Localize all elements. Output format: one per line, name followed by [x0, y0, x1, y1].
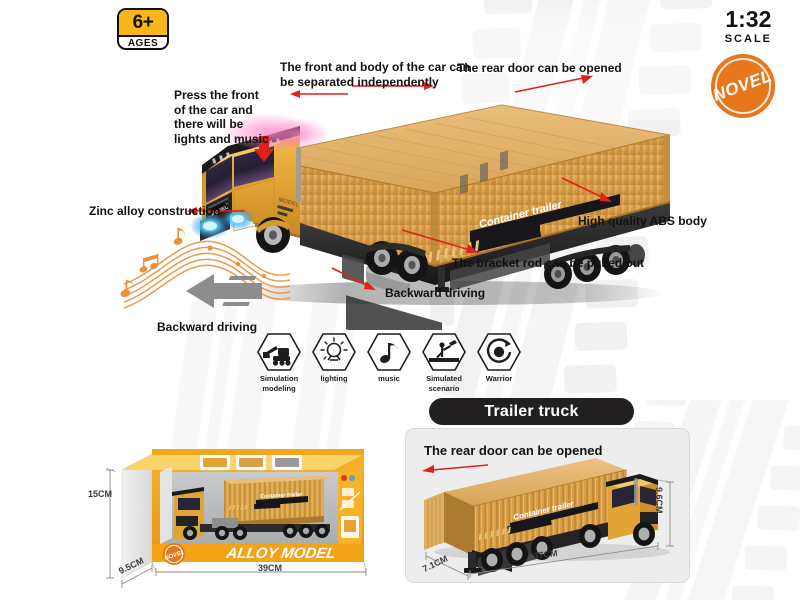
age-rating-badge: 6+ AGES: [117, 8, 169, 50]
excavator-icon: [257, 332, 301, 372]
callout-separate-body-line-2: be separated independently: [280, 74, 439, 89]
callout-press-front-line-1: Press the front: [174, 88, 259, 102]
feature-icon-row: Simulation modeling: [255, 332, 521, 394]
callout-rear-door-text: The rear door can be opened: [457, 61, 622, 75]
callout-abs-body: High quality ABS body: [578, 214, 707, 229]
callout-bracket-rod: The bracket rod can be pulled out: [452, 256, 644, 271]
callout-backward-driving-left: Backward driving: [157, 320, 257, 335]
feature-warrior[interactable]: Warrior: [475, 332, 523, 384]
feature-lighting[interactable]: lighting: [310, 332, 358, 384]
package-dimension-guides: [105, 467, 367, 588]
callout-bracket-rod-text: The bracket rod can be pulled out: [452, 256, 645, 270]
package-box-illustration: Container trailer: [104, 432, 404, 592]
callout-backward-driving-right-text: Backward driving: [385, 286, 486, 300]
warrior-target-icon: [477, 332, 521, 372]
package-side-icons: [339, 475, 361, 538]
opened-rear-door: [424, 492, 474, 556]
callout-press-front-line-4: lights and music: [174, 131, 269, 146]
age-rating-label: AGES: [127, 38, 159, 49]
age-rating-value: 6+: [132, 11, 154, 33]
feature-music[interactable]: music: [365, 332, 413, 384]
callout-press-front: Press the front of the car and there wil…: [174, 88, 279, 147]
package-novel-badge: NOVEL: [163, 543, 186, 565]
package-container-decal: Container trailer: [260, 492, 304, 500]
detail-dimension-guides: [425, 479, 674, 580]
product-detail-illustration: Container trailer: [412, 440, 684, 580]
feature-music-label: music: [378, 374, 400, 383]
callout-abs-body-text: High quality ABS body: [578, 214, 707, 228]
section-title-label: Trailer truck: [484, 402, 579, 420]
package-brand-text: ALLOY MODEL: [224, 545, 337, 562]
package-dimension-height: 15CM: [88, 489, 113, 499]
backward-driving-motion-arrow: [170, 272, 262, 312]
callout-press-front-line-2: of the car and: [174, 102, 253, 117]
callout-separate-body-line-1: The front and body of the car can: [280, 60, 471, 74]
callout-zinc-alloy-text: Zinc alloy construction: [89, 204, 221, 218]
callout-rear-door-detail: The rear door can be opened: [424, 443, 602, 459]
package-dimension-width: 39CM: [258, 563, 283, 573]
music-note-icon: [367, 332, 411, 372]
feature-warrior-label: Warrior: [485, 374, 513, 383]
callout-rear-door: The rear door can be opened: [457, 61, 622, 76]
light-bulb-icon: [312, 332, 356, 372]
scale-indicator: 1:32 SCALE: [724, 6, 772, 46]
scale-word: SCALE: [724, 33, 772, 45]
feature-simulation-modeling-label: Simulation modeling: [259, 374, 299, 394]
worker-scene-icon: [422, 332, 466, 372]
package-thumbnails: [199, 453, 303, 471]
age-rating-value-area: 6+: [119, 10, 167, 35]
section-title-banner: Trailer truck: [429, 398, 634, 425]
callout-rear-door-detail-text: The rear door can be opened: [424, 443, 603, 458]
callout-backward-driving-left-text: Backward driving: [157, 320, 258, 334]
detail-dimension-height: 9.6CM: [654, 487, 664, 514]
feature-simulated-scenario-label: Simulated scenario: [426, 374, 462, 394]
music-waves-graphic: [118, 212, 298, 317]
novel-badge: NOVEL: [711, 54, 775, 118]
callout-backward-driving-right: Backward driving: [385, 286, 485, 301]
callout-press-front-line-3: there will be: [174, 117, 244, 132]
feature-simulated-scenario[interactable]: Simulated scenario: [420, 332, 468, 394]
novel-badge-ring: [715, 58, 771, 114]
scale-ratio: 1:32: [725, 6, 772, 32]
feature-simulation-modeling[interactable]: Simulation modeling: [255, 332, 303, 394]
age-rating-label-area: AGES: [119, 35, 167, 49]
callout-separate-body: The front and body of the car can be sep…: [280, 60, 480, 89]
feature-lighting-label: lighting: [320, 374, 348, 383]
callout-zinc-alloy: Zinc alloy construction: [89, 204, 220, 219]
svg-text:MODEL: MODEL: [277, 197, 300, 209]
